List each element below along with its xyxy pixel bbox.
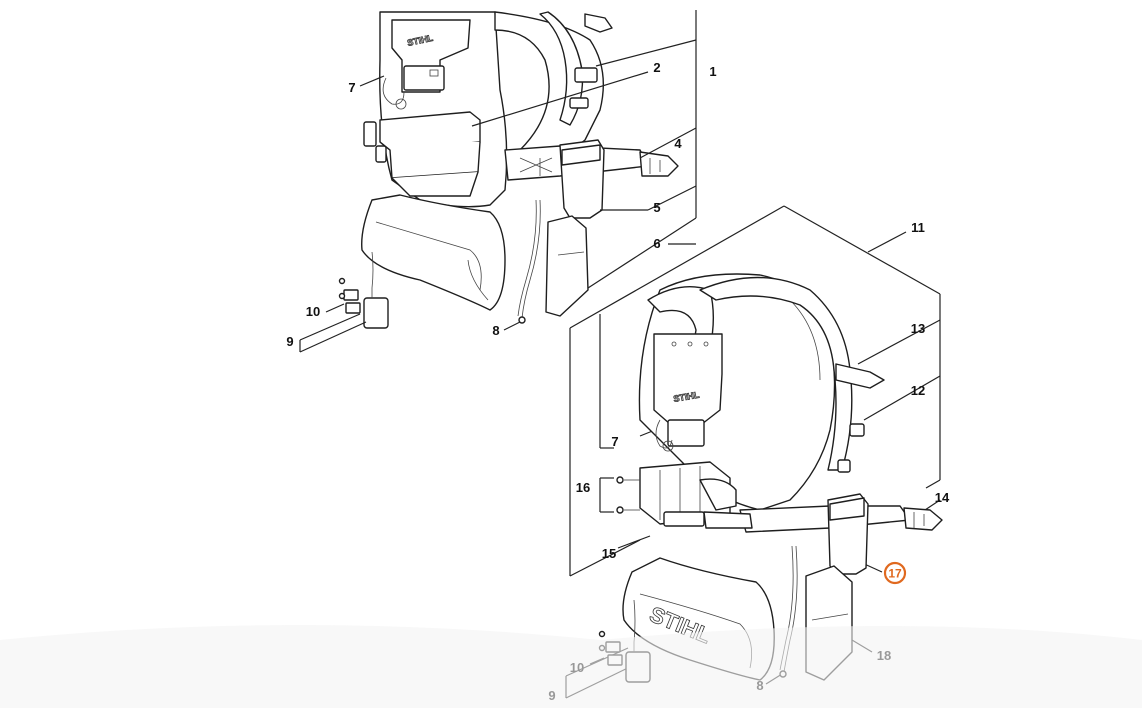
callout-9: 9 (286, 334, 293, 349)
callout-17: 17 (888, 567, 902, 581)
callout-8: 8 (492, 323, 499, 338)
bottom-backpack-drawing: STIHL STIHL (598, 273, 943, 683)
callout-10: 10 (306, 304, 320, 319)
top-assembly: STIHL (286, 10, 717, 353)
highlighted-callout-17[interactable]: 17 (883, 561, 907, 585)
svg-text:STIHL: STIHL (673, 390, 701, 404)
callout-13: 13 (911, 321, 925, 336)
callout-14: 14 (935, 490, 950, 505)
callout-7: 7 (348, 80, 355, 95)
callout-12: 12 (911, 383, 925, 398)
top-leader-lines (299, 10, 697, 353)
top-backpack-drawing: STIHL (338, 11, 679, 329)
callout-7-bottom: 7 (611, 434, 618, 449)
callout-6: 6 (653, 236, 660, 251)
top-callouts: 1 2 4 5 6 7 8 9 10 (286, 60, 716, 349)
callout-4: 4 (674, 136, 682, 151)
callout-16: 16 (576, 480, 590, 495)
background-shade (0, 625, 1142, 708)
callout-2: 2 (653, 60, 660, 75)
callout-5: 5 (653, 200, 660, 215)
highlight-ring (883, 561, 907, 585)
callout-15: 15 (602, 546, 616, 561)
callout-1: 1 (709, 64, 716, 79)
callout-11: 11 (911, 220, 925, 235)
